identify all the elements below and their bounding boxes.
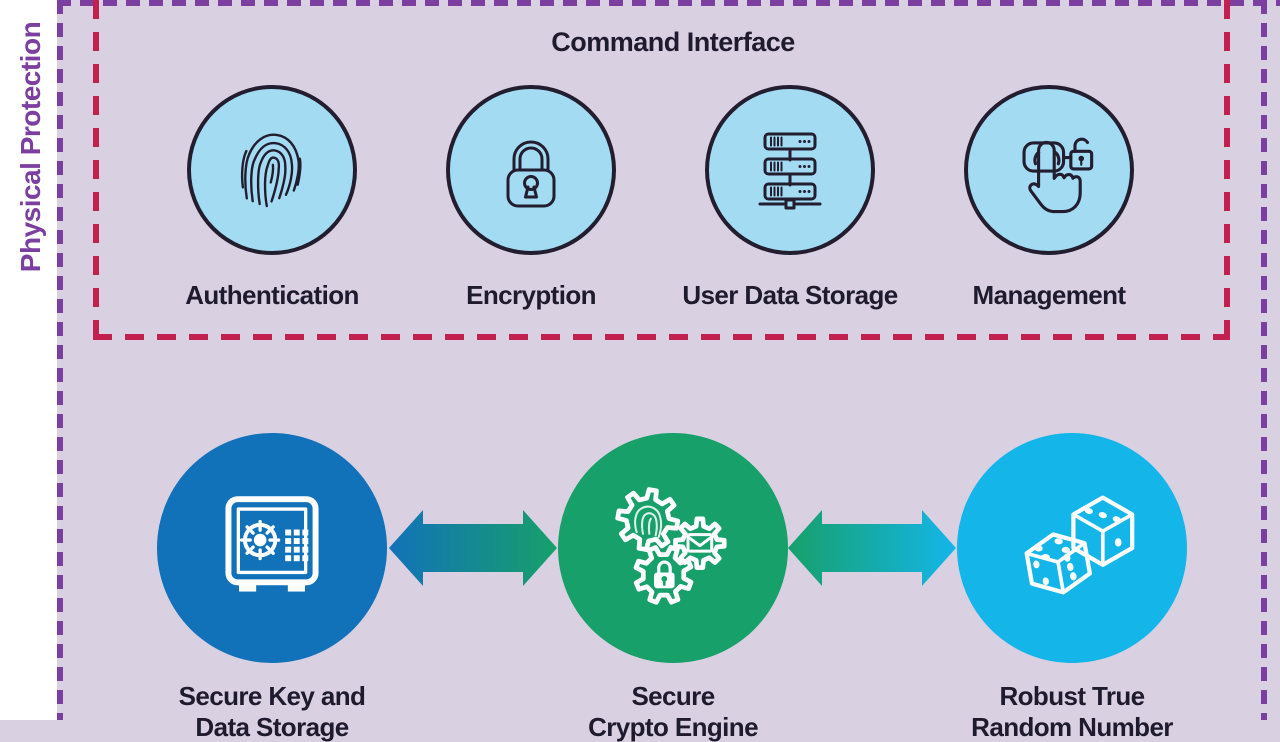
user-data-storage-label: User Data Storage: [682, 280, 898, 310]
dice-icon: [1024, 495, 1135, 595]
command-interface-title: Command Interface: [551, 27, 795, 57]
secure-crypto-engine-label-line2: Crypto Engine: [588, 712, 758, 742]
secure-key-storage-circle: [157, 433, 387, 663]
outer-border-left: [57, 0, 63, 720]
user-data-storage-circle: [705, 85, 875, 255]
management-label: Management: [972, 280, 1127, 310]
authentication-circle: [187, 85, 357, 255]
command-border-right: [1224, 0, 1230, 340]
secure-crypto-engine-label-line1: Secure: [631, 681, 715, 711]
encryption-label: Encryption: [466, 280, 596, 310]
server-stack-icon: [758, 132, 822, 210]
arrow-crypto-to-random: [788, 510, 956, 586]
crypto-gears-icon: [615, 487, 727, 605]
press-control-lock-icon: [1022, 137, 1094, 214]
random-number-label-line1: Robust True: [999, 681, 1145, 711]
secure-crypto-engine-circle: [558, 433, 788, 663]
safe-icon: [225, 496, 319, 592]
outer-border-top: [57, 0, 1280, 6]
random-number-label-line2: Random Number: [971, 712, 1173, 742]
random-number-circle: [957, 433, 1187, 663]
gear-padlock-glyph: [654, 560, 675, 589]
command-border-bottom: [93, 334, 1230, 340]
fingerprint-icon: [240, 133, 302, 208]
front-die: [1024, 532, 1092, 595]
physical-protection-label: Physical Protection: [15, 21, 46, 273]
back-die: [1071, 495, 1135, 567]
command-border-left: [93, 0, 99, 340]
secure-key-storage-label-line1: Secure Key and: [178, 681, 366, 711]
encryption-circle: [446, 85, 616, 255]
outer-border-right: [1261, 0, 1267, 720]
gear-envelope-glyph: [686, 533, 714, 553]
padlock-icon: [506, 140, 556, 208]
arrow-key-to-crypto: [389, 510, 557, 586]
secure-key-storage-label-line2: Data Storage: [195, 712, 349, 742]
authentication-label: Authentication: [185, 280, 359, 310]
management-circle: [964, 85, 1134, 255]
page-left-margin: [0, 0, 57, 720]
gear-fingerprint-glyph: [634, 505, 663, 538]
